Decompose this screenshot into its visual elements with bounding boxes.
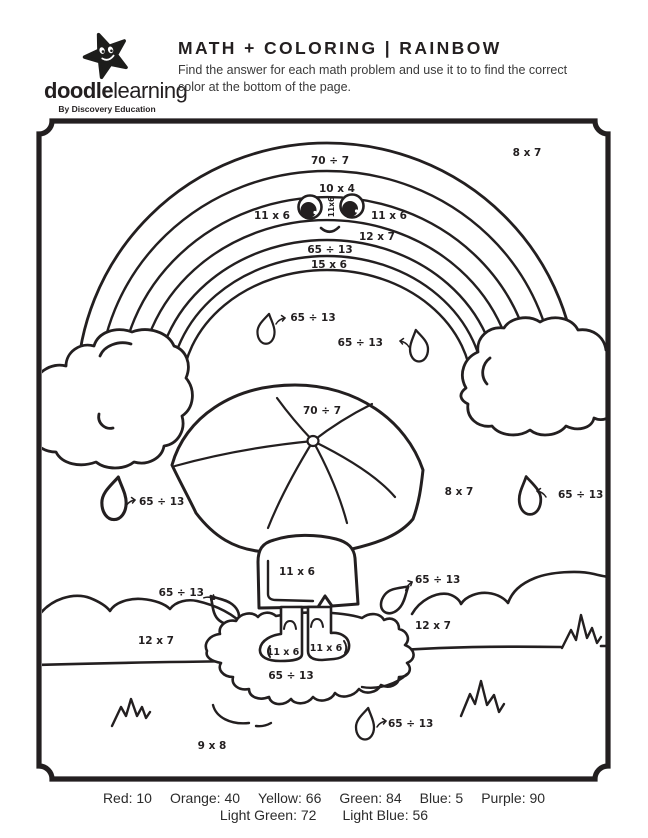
key-light-blue: Light Blue: 56 [342,807,429,823]
right-eye-highlight [354,209,359,213]
grass-tufts [110,679,506,728]
key-purple: Purple: 90 [481,790,546,806]
label-rainbow-band2: 10 x 4 [319,183,355,195]
rain-boots [258,605,351,663]
brand-tagline: By Discovery Education [58,104,156,114]
grass-icon-horizon [560,613,603,650]
left-cloud [42,328,194,470]
right-eye-pupil [342,201,358,217]
left-eye-highlight [313,210,317,215]
label-hill-right: 12 x 7 [415,620,451,632]
label-raindrop-4: 65 ÷ 13 [558,489,603,501]
grass-icon-right [459,679,506,718]
label-hill-left: 12 x 7 [138,635,174,647]
rainbow-arc-4 [137,218,517,392]
key-orange: Orange: 40 [169,790,241,806]
right-cloud [459,316,606,437]
umbrella [170,383,425,558]
water-ripples [211,672,409,728]
label-boot-left: 11 x 6 [267,647,300,658]
color-key-row-2: Light Green: 72 Light Blue: 56 [0,807,648,823]
raindrop-icon-7 [354,706,376,741]
label-sky-top-right: 8 x 7 [513,147,542,159]
key-green: Green: 84 [339,790,402,806]
label-raindrop-2: 65 ÷ 13 [338,337,383,349]
brand-wordmark: doodlelearning [44,78,188,103]
page-header: doodlelearning By Discovery Education MA… [0,0,648,118]
key-red: Red: 10 [102,790,152,806]
star-face-icon [82,32,128,80]
label-rainbow-band6: 15 x 6 [311,259,347,271]
grass-icon-left [110,697,152,728]
worksheet-frame [36,118,611,782]
rainbow-arc-7 [180,268,474,392]
puddle [204,611,415,706]
raindrop-icon-6 [375,576,415,619]
label-raindrop-3: 65 ÷ 13 [139,496,184,508]
raincoat [256,533,360,610]
brand-bold: doodle [44,78,114,103]
key-yellow: Yellow: 66 [258,790,322,806]
label-sky-mid-right: 8 x 7 [445,486,474,498]
left-eye-pupil [300,202,317,218]
label-raindrop-5: 65 ÷ 13 [159,587,204,599]
rainbow-arc-3 [118,195,536,392]
raindrop-icon-4 [517,475,543,516]
label-raindrop-7: 65 ÷ 13 [388,718,433,730]
right-hill [376,570,606,654]
instructions-line1: Find the answer for each math problem an… [178,63,568,77]
label-raindrop-1: 65 ÷ 13 [290,312,335,324]
raindrop-icon-2 [408,328,430,363]
raindrop-icon-3 [100,475,128,522]
label-rainbow-band3-right: 11 x 6 [371,210,407,222]
label-rainbow-band3-center: 11x6 [327,197,336,218]
instructions-line2: color at the bottom of the page. [178,79,352,94]
color-key: Red: 10 Orange: 40 Yellow: 66 Green: 84 … [0,790,648,823]
page-title: MATH + COLORING | RAINBOW [178,38,502,58]
rainbow-face [297,193,365,234]
doodle-learning-logo: doodlelearning By Discovery Education [44,30,188,114]
label-raincoat: 11 x 6 [279,566,315,578]
smile-icon [319,225,341,234]
label-boot-right: 11 x 6 [310,643,343,654]
label-rainbow-band5: 65 ÷ 13 [307,244,352,256]
math-labels: 70 ÷ 7 10 x 4 11 x 6 11x6 11 x 6 12 x 7 … [138,147,603,752]
brand-regular: learning [113,78,188,103]
rainbow-arc-6 [168,254,486,392]
label-rainbow-band4: 12 x 7 [359,231,395,243]
right-boot [306,605,351,662]
rainbow-arc-5 [154,238,500,392]
label-umbrella: 70 ÷ 7 [303,405,341,417]
color-key-row-1: Red: 10 Orange: 40 Yellow: 66 Green: 84 … [0,790,648,806]
key-blue: Blue: 5 [419,790,464,806]
rainbow-arc-2 [97,169,557,392]
label-ground: 9 x 8 [198,740,227,752]
rainbow-arc-1 [75,141,579,392]
label-puddle: 65 ÷ 13 [268,670,313,682]
raindrop-icon-1 [256,312,276,345]
key-light-green: Light Green: 72 [219,807,317,823]
label-rainbow-band3-left: 11 x 6 [254,210,290,222]
instructions: Find the answer for each math problem an… [178,62,568,96]
umbrella-hub [306,434,320,448]
label-rainbow-band1: 70 ÷ 7 [311,155,349,167]
label-raindrop-6: 65 ÷ 13 [415,574,460,586]
rainbow [75,141,579,392]
